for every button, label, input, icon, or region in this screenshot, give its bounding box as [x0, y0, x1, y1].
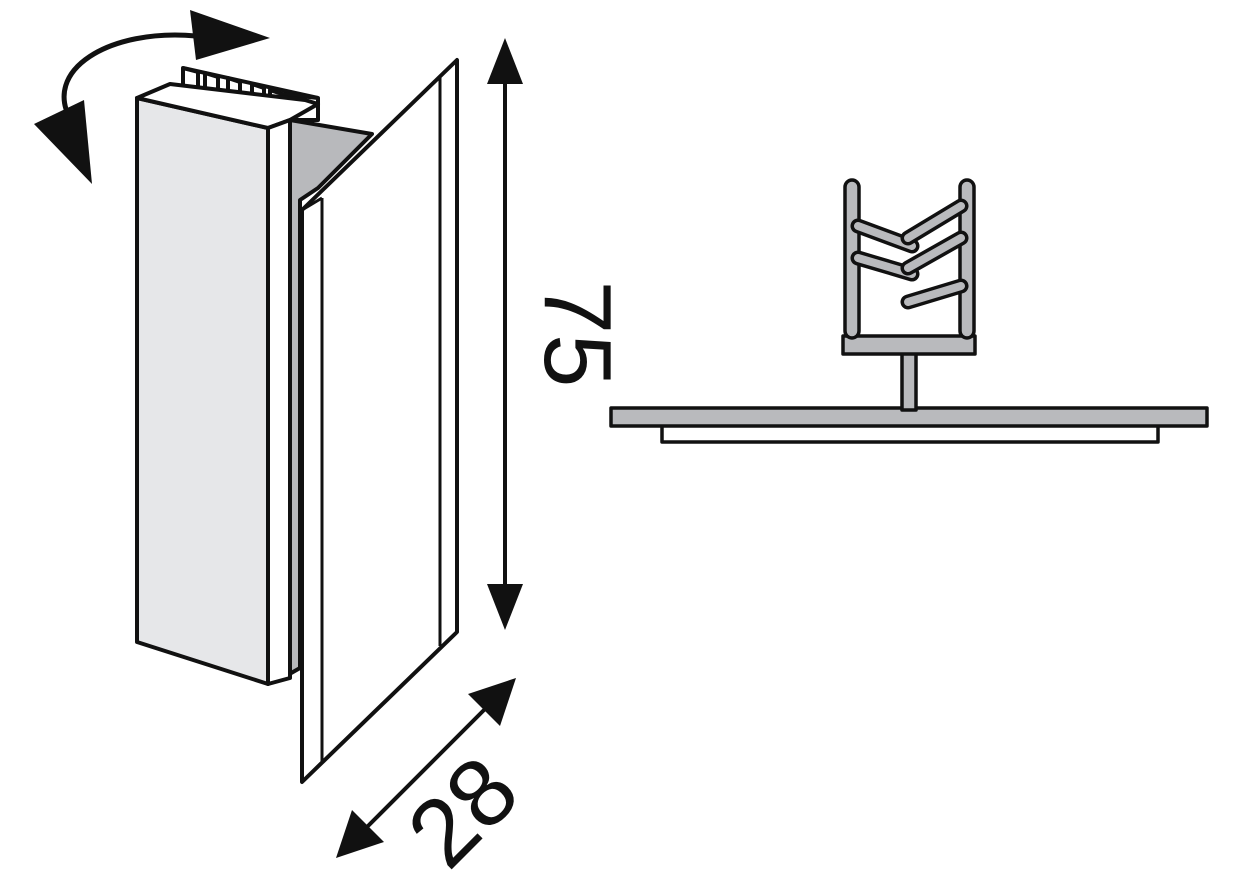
cross-section — [609, 178, 1209, 444]
curved-rotate-arrows-icon — [34, 10, 270, 184]
right-wall — [958, 178, 976, 340]
cup-base — [841, 334, 977, 356]
height-dimension-arrow — [487, 38, 523, 630]
width-dimension-arrow — [336, 678, 516, 858]
body-side-strip — [266, 118, 292, 686]
stem — [900, 350, 918, 412]
width-label: 28 — [387, 736, 538, 887]
perspective-view — [135, 58, 459, 784]
body-front-face — [135, 96, 270, 686]
height-label: 75 — [524, 281, 631, 388]
flap-panel — [300, 58, 459, 784]
